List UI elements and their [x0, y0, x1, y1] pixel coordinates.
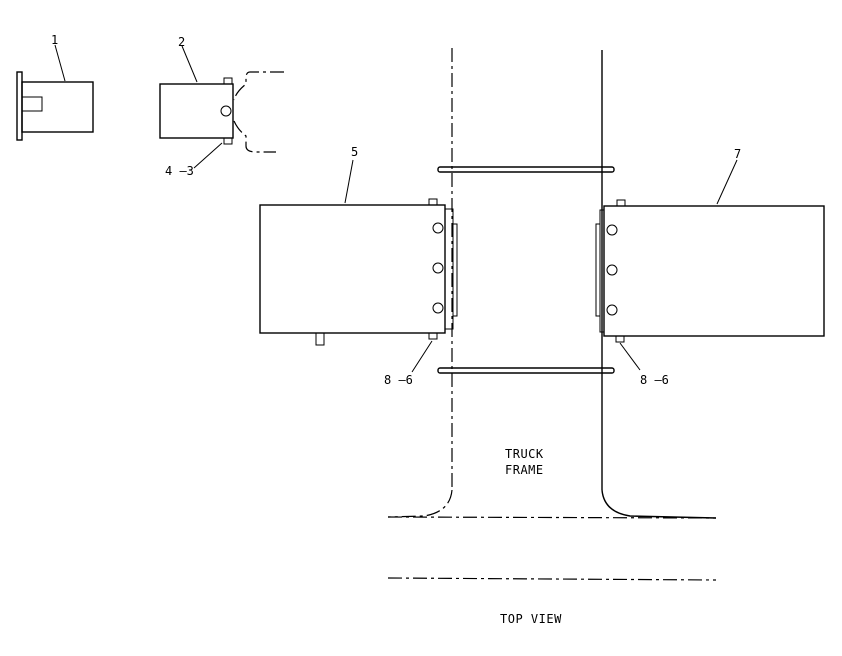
- part-1-flange: [16, 71, 23, 141]
- part-5-bolt-bottom: [428, 332, 438, 340]
- truck-frame: [387, 48, 717, 581]
- part-2-bolt-head: [220, 105, 232, 117]
- callout-8-6-right: 8 –6: [640, 373, 669, 387]
- part-5-bolt-top: [428, 198, 438, 206]
- strap-bottom: [437, 367, 615, 374]
- part-5-mount-strip: [452, 223, 458, 317]
- part-2-mating-outline: [233, 71, 284, 153]
- part-2-body: [159, 83, 234, 139]
- callout-7-leader: [716, 159, 738, 205]
- frame-crossline-upper: [387, 516, 717, 519]
- callout-8-6-right-leader: [619, 342, 641, 371]
- callout-5-leader: [344, 159, 354, 204]
- callout-4-3: 4 –3: [165, 164, 194, 178]
- part-5-bolt-3: [432, 302, 444, 314]
- callout-8-6-left: 8 –6: [384, 373, 413, 387]
- view-caption: TOP VIEW: [500, 612, 562, 626]
- part-5-drain: [315, 332, 325, 346]
- callout-8-6-left-leader: [411, 340, 433, 373]
- callout-5: 5: [351, 145, 358, 159]
- part-5-bolt-1: [432, 222, 444, 234]
- part-7-bolt-2: [606, 264, 618, 276]
- frame-label-line2: FRAME: [505, 463, 544, 477]
- right-rail-curve: [601, 489, 717, 519]
- left-rail-curve: [387, 489, 453, 518]
- part-5-tank: [259, 159, 458, 373]
- part-7-bolt-3: [606, 304, 618, 316]
- callout-4-3-leader: [193, 142, 223, 169]
- part-7-tank: [595, 159, 825, 371]
- part-7-bolt-1: [606, 224, 618, 236]
- part-1-body: [21, 81, 94, 133]
- frame-crossline-lower: [387, 577, 717, 581]
- strap-top: [437, 166, 615, 173]
- callout-7: 7: [734, 147, 741, 161]
- part-7-body: [603, 205, 825, 337]
- part-1: [16, 44, 94, 141]
- frame-label-line1: TRUCK: [505, 447, 544, 461]
- callout-2: 2: [178, 35, 185, 49]
- callout-1-leader: [54, 44, 66, 82]
- part-1-stub: [21, 96, 43, 112]
- part-7-mount-strip: [595, 223, 601, 317]
- part-7-bolt-bottom: [615, 335, 625, 343]
- part-2-bolt-bottom: [223, 137, 233, 145]
- part-5-body: [259, 204, 446, 334]
- part-5-bolt-2: [432, 262, 444, 274]
- cross-straps: [437, 166, 615, 374]
- part-2: [159, 45, 284, 169]
- part-7-bolt-top: [616, 199, 626, 207]
- part-2-bolt-top: [223, 77, 233, 85]
- callout-2-leader: [181, 45, 198, 83]
- callout-1: 1: [51, 33, 58, 47]
